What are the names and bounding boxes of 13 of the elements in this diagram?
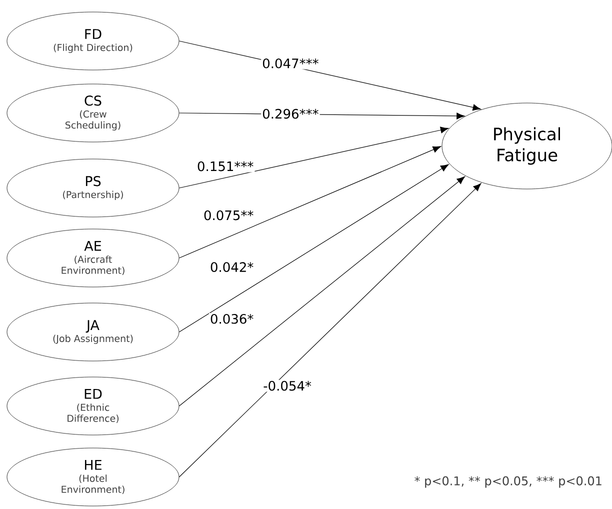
coefficient-label: 0.042* <box>209 261 255 273</box>
coefficient-label: 0.075** <box>202 209 255 222</box>
path-arrow <box>178 126 449 188</box>
coefficient-label: 0.151*** <box>196 160 255 172</box>
coefficient-label: 0.047*** <box>261 57 320 70</box>
coefficient-label: 0.036* <box>209 312 255 325</box>
coefficient-label: 0.296*** <box>261 108 320 120</box>
coefficient-label: -0.054* <box>262 380 313 392</box>
path-arrow <box>178 146 441 258</box>
significance-note: * p<0.1, ** p<0.05, *** p<0.01 <box>414 476 602 488</box>
path-arrow <box>178 176 465 406</box>
path-arrow <box>178 183 482 478</box>
path-arrow <box>178 164 449 332</box>
